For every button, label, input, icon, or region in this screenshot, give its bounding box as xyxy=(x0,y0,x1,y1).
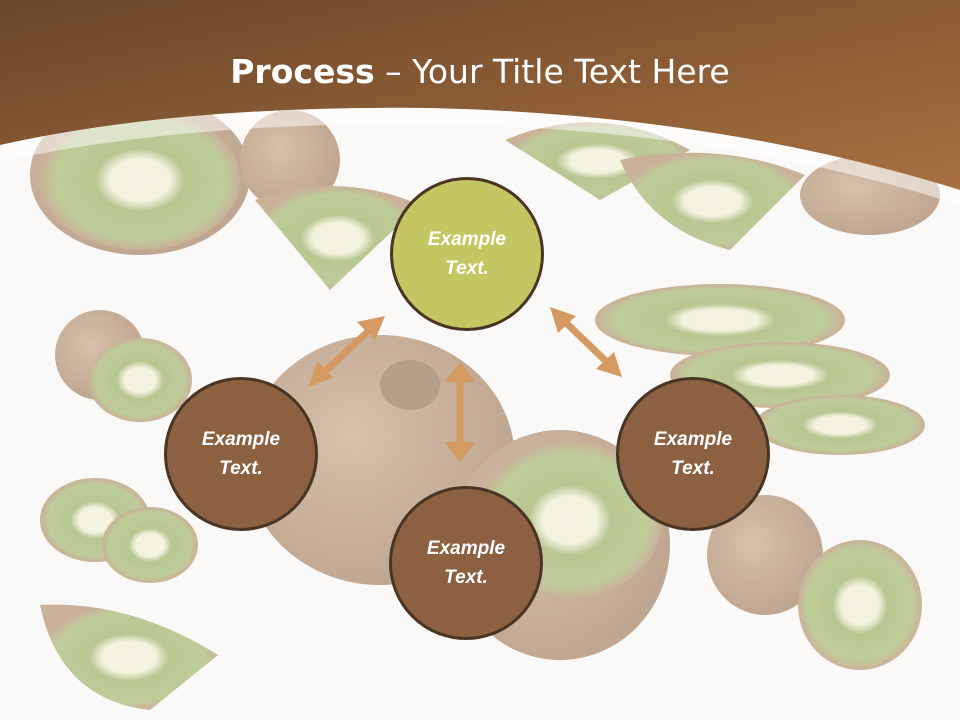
node-label: Example Text. xyxy=(426,538,506,588)
title-rest: – Your Title Text Here xyxy=(374,52,730,91)
node-label: Example Text. xyxy=(427,229,507,279)
double-arrow-icon xyxy=(550,307,622,377)
double-arrow-icon xyxy=(308,316,385,387)
process-node-bottom: Example Text. xyxy=(389,486,543,640)
process-node-top: Example Text. xyxy=(390,177,544,331)
title-strong: Process xyxy=(230,52,375,91)
node-label: Example Text. xyxy=(653,429,733,479)
node-label: Example Text. xyxy=(201,429,281,479)
page-title: Process – Your Title Text Here xyxy=(0,52,960,91)
process-node-right: Example Text. xyxy=(616,377,770,531)
double-arrow-icon xyxy=(445,362,475,462)
process-node-left: Example Text. xyxy=(164,377,318,531)
